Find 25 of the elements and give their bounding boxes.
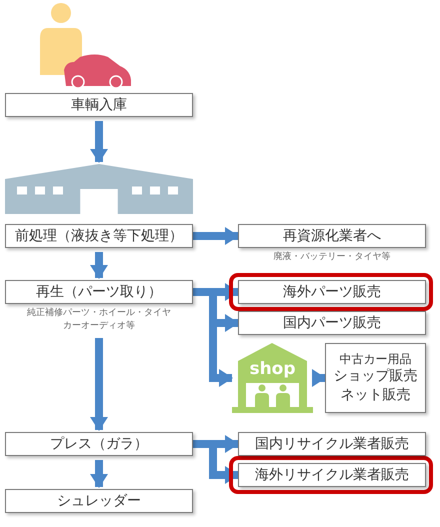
note-text: 純正補修パーツ・ホイール・タイヤカーオーディオ等 — [26, 307, 172, 332]
arrow — [193, 227, 239, 245]
shop-label: shop — [248, 361, 297, 378]
sales-channel-text: 中古カー用品 — [340, 351, 412, 368]
process-box: 前処理（液抜き等下処理） — [5, 224, 193, 248]
process-box: 国内パーツ販売 — [238, 311, 426, 335]
process-box: 再資源化業者へ — [238, 224, 426, 248]
arrow — [90, 121, 108, 163]
process-box: 国内リサイクル業者販売 — [238, 432, 426, 456]
arrow — [90, 338, 108, 431]
process-box: 車輌入庫 — [5, 93, 193, 117]
process-box: シュレッダー — [5, 489, 193, 513]
note-text: 廃液・バッテリー・タイヤ等 — [272, 251, 392, 264]
arrow — [90, 460, 108, 488]
process-box: プレス（ガラ） — [5, 432, 193, 456]
process-box: 海外パーツ販売 — [238, 280, 426, 304]
process-box: 海外リサイクル業者販売 — [238, 463, 426, 487]
arrow — [90, 252, 108, 279]
shop-building-icon — [232, 343, 313, 413]
arrow — [312, 369, 326, 387]
process-box: 再生（パーツ取り） — [5, 280, 193, 304]
sales-channel-text: ネット販売 — [340, 386, 410, 405]
factory-drawing — [5, 164, 193, 214]
sales-box — [325, 343, 426, 413]
sales-channel-text: ショップ販売 — [334, 367, 418, 386]
